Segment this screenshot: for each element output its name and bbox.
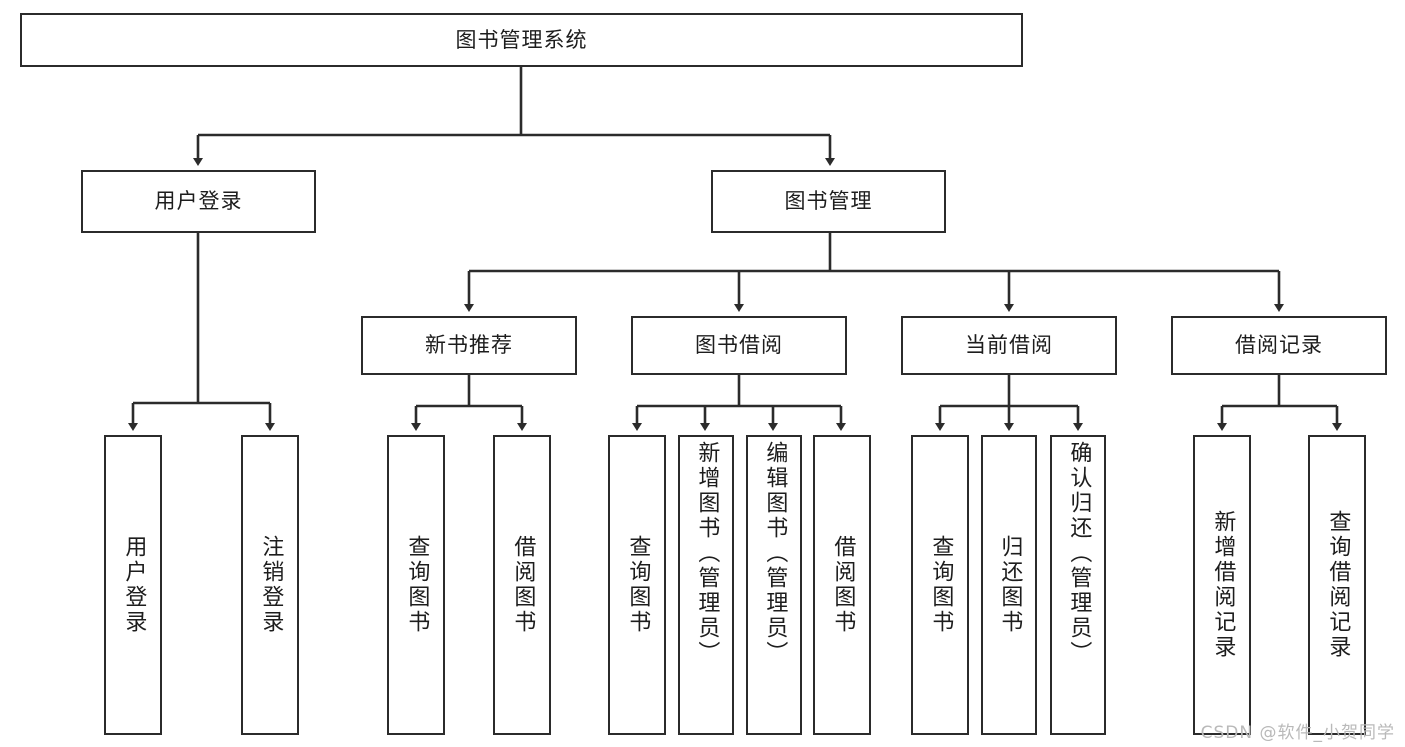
node-book-borrow-label: 图书借阅: [695, 333, 783, 358]
node-current-borrow[interactable]: 当前借阅: [901, 316, 1117, 375]
leaf-query-record[interactable]: 查询借阅记录: [1308, 435, 1366, 735]
node-new-book-rec[interactable]: 新书推荐: [361, 316, 577, 375]
node-user-login[interactable]: 用户登录: [81, 170, 316, 233]
node-root-label: 图书管理系统: [455, 27, 588, 52]
leaf-edit-book[interactable]: 编辑图书（管理员）: [746, 435, 802, 735]
leaf-edit-book-label: 编辑图书（管理员）: [762, 441, 788, 666]
leaf-query-book-1[interactable]: 查询图书: [387, 435, 445, 735]
leaf-query-book-2-label: 查询图书: [625, 535, 651, 635]
node-root[interactable]: 图书管理系统: [20, 13, 1023, 67]
leaf-confirm-return[interactable]: 确认归还（管理员）: [1050, 435, 1106, 735]
node-borrow-record[interactable]: 借阅记录: [1171, 316, 1387, 375]
leaf-add-record-label: 新增借阅记录: [1210, 510, 1236, 660]
node-book-manage[interactable]: 图书管理: [711, 170, 946, 233]
leaf-borrow-book-1-label: 借阅图书: [510, 535, 536, 635]
node-current-borrow-label: 当前借阅: [965, 333, 1053, 358]
leaf-query-book-3[interactable]: 查询图书: [911, 435, 969, 735]
leaf-add-record[interactable]: 新增借阅记录: [1193, 435, 1251, 735]
leaf-query-record-label: 查询借阅记录: [1325, 510, 1351, 660]
node-book-manage-label: 图书管理: [784, 189, 873, 214]
leaf-add-book-label: 新增图书（管理员）: [694, 441, 720, 666]
node-book-borrow[interactable]: 图书借阅: [631, 316, 847, 375]
leaf-query-book-2[interactable]: 查询图书: [608, 435, 666, 735]
leaf-query-book-1-label: 查询图书: [404, 535, 430, 635]
leaf-confirm-return-label: 确认归还（管理员）: [1066, 441, 1092, 666]
leaf-user-logout-label: 注销登录: [258, 535, 284, 635]
leaf-user-login-label: 用户登录: [121, 535, 147, 635]
node-borrow-record-label: 借阅记录: [1235, 333, 1323, 358]
node-new-book-rec-label: 新书推荐: [425, 333, 513, 358]
leaf-return-book[interactable]: 归还图书: [981, 435, 1037, 735]
leaf-return-book-label: 归还图书: [997, 535, 1023, 635]
leaf-borrow-book-1[interactable]: 借阅图书: [493, 435, 551, 735]
leaf-borrow-book-2-label: 借阅图书: [830, 535, 856, 635]
leaf-user-login[interactable]: 用户登录: [104, 435, 162, 735]
leaf-add-book[interactable]: 新增图书（管理员）: [678, 435, 734, 735]
csdn-watermark: CSDN @软件_小贺同学: [1200, 723, 1395, 743]
leaf-borrow-book-2[interactable]: 借阅图书: [813, 435, 871, 735]
node-user-login-label: 用户登录: [154, 189, 243, 214]
leaf-user-logout[interactable]: 注销登录: [241, 435, 299, 735]
leaf-query-book-3-label: 查询图书: [928, 535, 954, 635]
